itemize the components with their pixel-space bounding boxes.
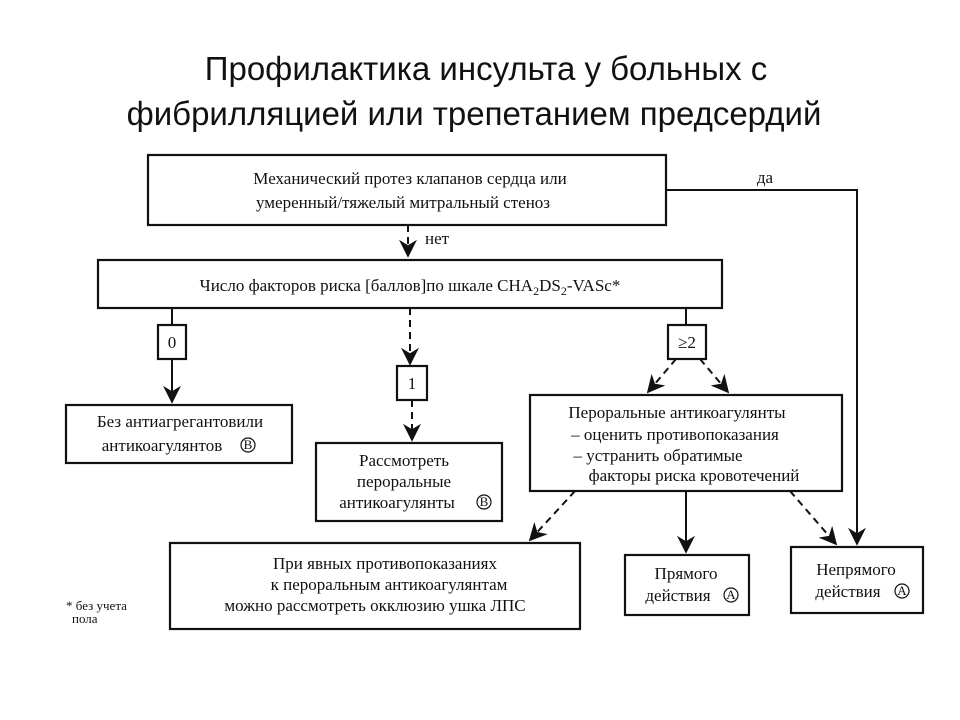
consider-oac-line-1: Рассмотреть bbox=[359, 451, 449, 470]
svg-text:B: B bbox=[480, 494, 489, 509]
direct-acting-box: Прямого действия A bbox=[623, 553, 751, 617]
consider-oac-line-2: пероральные bbox=[357, 472, 451, 491]
laa-line-2: к пероральным антикоагулянтам bbox=[271, 575, 508, 594]
direct-line-1: Прямого bbox=[655, 564, 718, 583]
valve-stenosis-line-2: умеренный/тяжелый митральный стеноз bbox=[256, 193, 550, 212]
score-two-label: ≥2 bbox=[678, 333, 696, 352]
yes-arrow bbox=[666, 189, 866, 546]
oral-ac-line-4: факторы риска кровотечений bbox=[589, 466, 800, 485]
page-title-line-2: фибрилляцией или трепетанием предсердий bbox=[126, 95, 822, 132]
no-therapy-line-2: антикоагулянтов bbox=[102, 436, 222, 455]
valve-stenosis-line-1: Механический протез клапанов сердца или bbox=[253, 169, 566, 188]
footnote-line-2: пола bbox=[72, 611, 98, 626]
page-title-line-1: Профилактика инсульта у больных с bbox=[204, 50, 768, 87]
oral-anticoagulants-box: Пероральные антикоагулянты – оценить про… bbox=[528, 393, 844, 493]
score-two-left-arrow bbox=[646, 358, 677, 394]
score-two-box bbox=[666, 323, 708, 361]
no-label: нет bbox=[425, 229, 450, 248]
no-therapy-line-1: Без антиагрегантовили bbox=[97, 412, 263, 431]
oral-ac-line-2: – оценить противопоказания bbox=[570, 425, 779, 444]
risk-score-text: Число факторов риска [баллов]по шкале CH… bbox=[200, 276, 621, 298]
svg-text:A: A bbox=[726, 587, 736, 602]
evidence-b-mark-1 bbox=[240, 437, 256, 453]
to-indirect-arrow bbox=[789, 490, 838, 546]
direct-line-2: действия bbox=[645, 586, 710, 605]
yes-label: да bbox=[757, 168, 774, 187]
indirect-acting-box: Непрямого действия A bbox=[789, 545, 925, 615]
oral-ac-line-3: – устранить обратимые bbox=[572, 446, 742, 465]
svg-text:B: B bbox=[244, 437, 253, 452]
indirect-line-1: Непрямого bbox=[816, 560, 896, 579]
evidence-b-mark-2 bbox=[476, 494, 492, 510]
indirect-line-2: действия bbox=[815, 582, 880, 601]
score-zero-label: 0 bbox=[168, 333, 177, 352]
evidence-a-mark-1 bbox=[723, 587, 739, 603]
consider-oac-box: Рассмотреть пероральные антикоагулянты B bbox=[314, 441, 504, 523]
footnote-line-1: * без учета bbox=[66, 598, 127, 613]
to-laa-arrow bbox=[528, 490, 576, 542]
laa-line-3: можно рассмотреть окклюзию ушка ЛПС bbox=[224, 596, 525, 615]
laa-line-1: При явных противопоказаниях bbox=[273, 554, 497, 573]
svg-text:A: A bbox=[897, 583, 907, 598]
score-two-right-arrow bbox=[699, 358, 730, 394]
risk-score-box: Число факторов риска [баллов]по шкале CH… bbox=[96, 258, 724, 310]
consider-oac-line-3: антикоагулянты bbox=[339, 493, 455, 512]
oral-ac-line-1: Пероральные антикоагулянты bbox=[568, 403, 786, 422]
score-one-label: 1 bbox=[408, 374, 417, 393]
no-therapy-box: Без антиагрегантовили антикоагулянтов B bbox=[64, 403, 294, 465]
laa-occlusion-box: При явных противопоказаниях к пероральны… bbox=[168, 541, 582, 631]
evidence-a-mark-2 bbox=[894, 583, 910, 599]
valve-stenosis-box: Механический протез клапанов сердца или … bbox=[146, 153, 668, 227]
